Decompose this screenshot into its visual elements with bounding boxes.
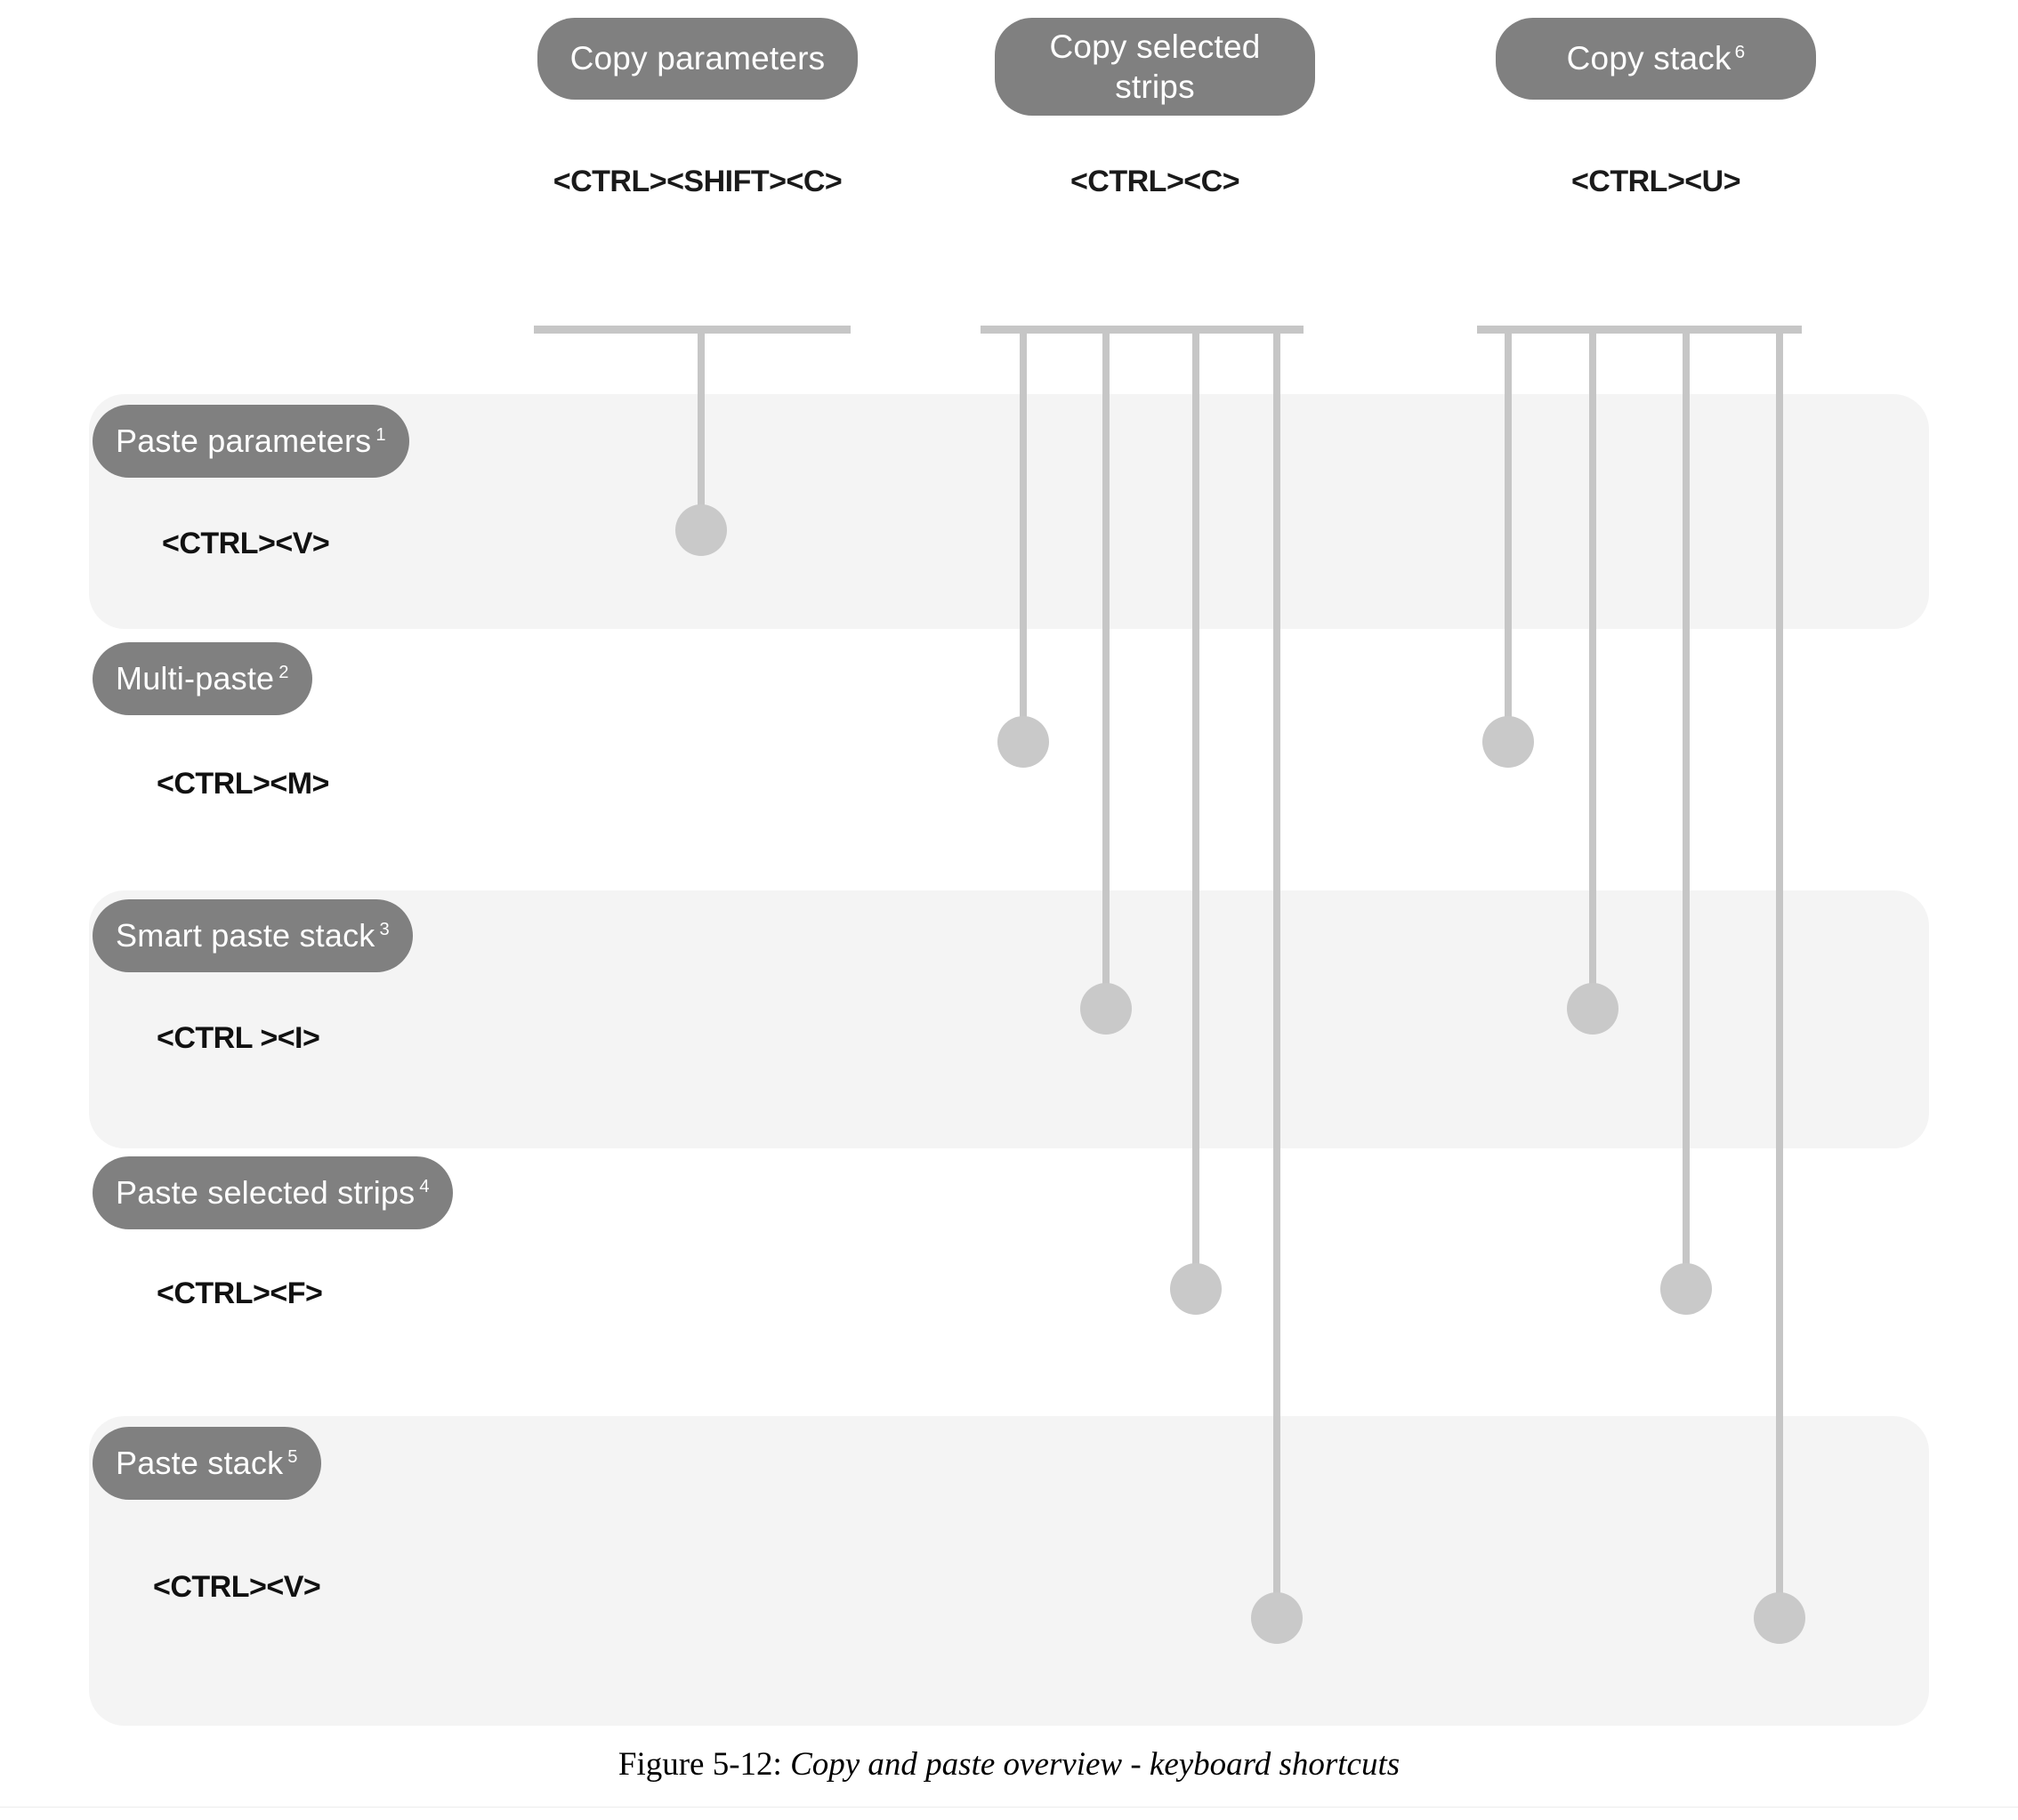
target-pill-paste-parameters-superscript: 1: [375, 425, 386, 445]
page-bottom-edge: [0, 1807, 2018, 1820]
row-band-paste-stack: [89, 1416, 1929, 1726]
connector-line-copy-stack-to-smart-paste-stack: [1589, 329, 1596, 1012]
node-dot-copy-stack-smart-paste-stack: [1567, 983, 1618, 1035]
node-dot-copy-selected-strips-multi-paste: [997, 716, 1049, 768]
target-shortcut-smart-paste-stack: <CTRL ><I>: [157, 1021, 320, 1055]
node-dot-copy-stack-paste-stack: [1754, 1592, 1805, 1644]
source-pill-copy-stack-superscript: 6: [1734, 42, 1746, 63]
target-pill-smart-paste-stack-superscript: 3: [379, 920, 390, 939]
connector-bar-copy-parameters: [534, 326, 851, 334]
source-pill-copy-parameters-label: Copy parameters: [569, 40, 826, 77]
connector-line-copy-selected-strips-to-multi-paste: [1020, 329, 1027, 745]
target-pill-multi-paste-superscript: 2: [278, 663, 289, 682]
source-pill-copy-selected-strips[interactable]: Copy selected strips: [995, 18, 1315, 116]
target-pill-paste-selected-strips-superscript: 4: [419, 1177, 430, 1196]
source-shortcut-copy-parameters: <CTRL><SHIFT><C>: [553, 165, 843, 198]
source-shortcut-copy-selected-strips: <CTRL><C>: [1070, 165, 1240, 198]
connector-bar-copy-selected-strips: [981, 326, 1304, 334]
connector-line-copy-stack-to-paste-stack: [1776, 329, 1783, 1622]
connector-line-copy-selected-strips-to-paste-stack: [1273, 329, 1280, 1622]
node-dot-copy-selected-strips-paste-selected-strips: [1170, 1263, 1222, 1315]
connector-line-copy-parameters-to-paste-parameters: [698, 329, 705, 534]
connector-line-copy-stack-to-multi-paste: [1505, 329, 1512, 745]
connector-line-copy-stack-to-paste-selected-strips: [1683, 329, 1690, 1293]
source-shortcut-copy-stack: <CTRL><U>: [1570, 165, 1741, 198]
connector-line-copy-selected-strips-to-paste-selected-strips: [1192, 329, 1199, 1293]
target-shortcut-paste-parameters: <CTRL><V>: [162, 527, 330, 560]
source-pill-copy-selected-strips-label: Copy selected strips: [1049, 28, 1261, 105]
figure-caption-label: Figure 5-12:: [618, 1746, 782, 1783]
target-pill-paste-stack-superscript: 5: [287, 1447, 298, 1467]
node-dot-copy-parameters-paste-parameters: [675, 504, 727, 556]
figure-caption: Figure 5-12: Copy and paste overview - k…: [0, 1745, 2018, 1784]
node-dot-copy-stack-paste-selected-strips: [1660, 1263, 1712, 1315]
target-shortcut-multi-paste: <CTRL><M>: [157, 767, 329, 801]
node-dot-copy-selected-strips-paste-stack: [1251, 1592, 1303, 1644]
source-pill-copy-parameters[interactable]: Copy parameters: [537, 18, 858, 100]
target-shortcut-paste-stack: <CTRL><V>: [153, 1570, 321, 1604]
figure-caption-title: Copy and paste overview - keyboard short…: [790, 1746, 1400, 1783]
target-shortcut-paste-selected-strips: <CTRL><F>: [157, 1276, 323, 1310]
node-dot-copy-selected-strips-smart-paste-stack: [1080, 983, 1132, 1035]
node-dot-copy-stack-multi-paste: [1482, 716, 1534, 768]
connector-line-copy-selected-strips-to-smart-paste-stack: [1102, 329, 1110, 1012]
connector-bar-copy-stack: [1477, 326, 1802, 334]
